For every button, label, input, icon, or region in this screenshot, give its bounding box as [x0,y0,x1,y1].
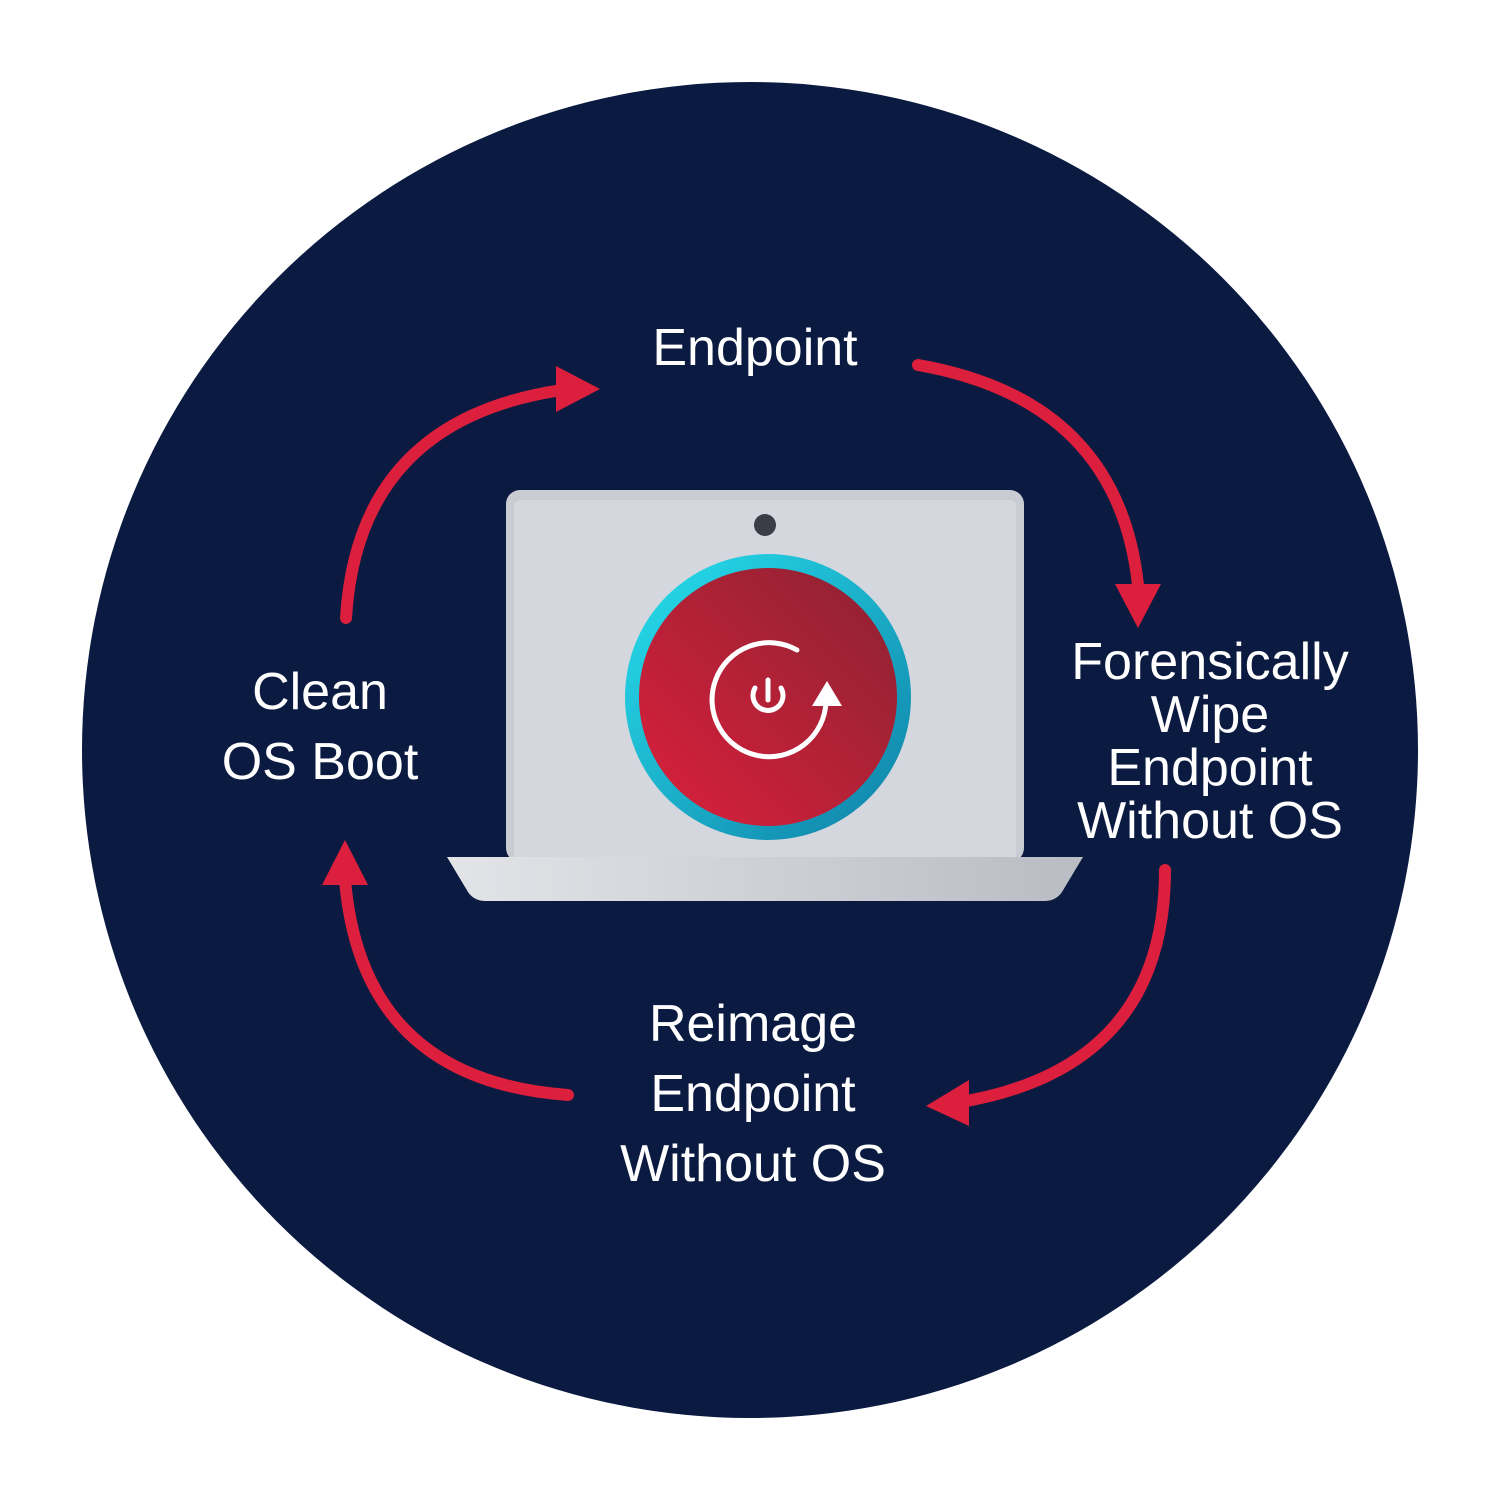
step-wipe-line-3: Endpoint [1107,739,1313,797]
webcam-icon [754,514,776,536]
step-clean-line-1: Clean [252,663,388,721]
step-label-clean-boot: Clean OS Boot [120,657,520,797]
step-wipe-line-1: Forensically [1071,633,1349,691]
step-reimage-line-3: Without OS [620,1135,886,1193]
step-wipe-line-4: Without OS [1077,792,1343,850]
step-wipe-line-2: Wipe [1150,686,1270,744]
laptop-base [447,857,1083,901]
step-clean-line-2: OS Boot [221,733,419,791]
step-label-endpoint: Endpoint [555,318,955,378]
arrow-reimage-to-clean [322,840,574,1101]
step-reimage-line-2: Endpoint [650,1065,856,1123]
power-restart-icon [625,554,911,840]
step-endpoint-line-1: Endpoint [652,319,858,377]
arrow-clean-to-endpoint [340,366,600,624]
step-label-forensic-wipe: Forensically Wipe Endpoint Without OS [1010,636,1410,848]
arrow-endpoint-to-wipe [912,359,1161,628]
step-reimage-line-1: Reimage [648,995,858,1053]
arrow-wipe-to-reimage [926,864,1171,1126]
step-label-reimage: Reimage Endpoint Without OS [553,989,953,1199]
